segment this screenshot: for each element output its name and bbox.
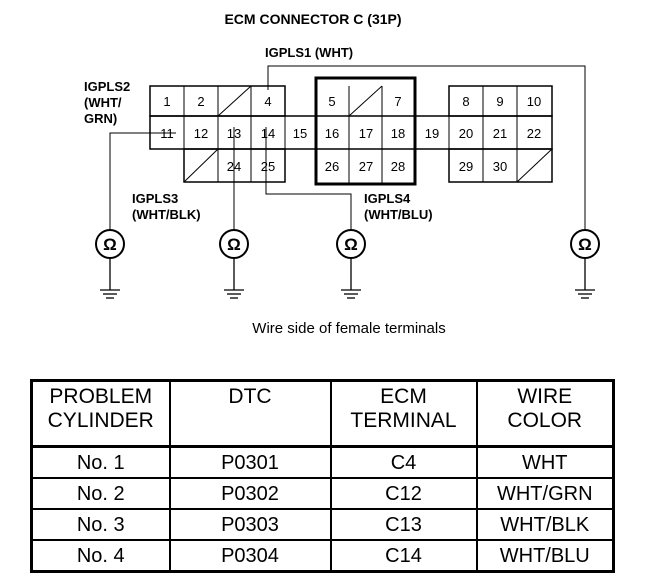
header-line-1: WIRE bbox=[517, 385, 573, 408]
cell-dtc: P0302 bbox=[168, 477, 332, 510]
ohm-icon: Ω bbox=[227, 235, 241, 254]
cell-dtc: P0304 bbox=[168, 539, 332, 573]
header-dtc: DTC bbox=[168, 379, 332, 448]
connector-diagram: ECM CONNECTOR C (31P) IGPLS1 (WHT) IGPLS… bbox=[84, 11, 600, 337]
table-row: No. 4 P0304 C14 WHT/BLU bbox=[30, 539, 615, 573]
probe-wires bbox=[109, 65, 586, 230]
cell-dtc: P0301 bbox=[168, 445, 332, 479]
wire-igpls1 bbox=[267, 65, 586, 230]
cell-wire-color: WHT/BLK bbox=[475, 508, 615, 541]
ground-icon bbox=[341, 258, 361, 299]
pin-4: 4 bbox=[264, 94, 271, 109]
cell-cylinder: No. 3 bbox=[30, 508, 171, 541]
pin-14: 14 bbox=[261, 126, 275, 141]
pin-12: 12 bbox=[194, 126, 208, 141]
connector-body bbox=[149, 76, 553, 186]
diagram-title: ECM CONNECTOR C (31P) bbox=[224, 11, 401, 27]
pin-5: 5 bbox=[328, 94, 335, 109]
pin-18: 18 bbox=[391, 126, 405, 141]
table-row: No. 1 P0301 C4 WHT bbox=[30, 445, 615, 479]
pin-7: 7 bbox=[394, 94, 401, 109]
cell-wire-color: WHT/BLU bbox=[475, 539, 615, 573]
pin-2: 2 bbox=[197, 94, 204, 109]
igpls4-label-2: (WHT/BLU) bbox=[364, 207, 433, 222]
ohm-icon: Ω bbox=[103, 235, 117, 254]
header-ecm-terminal: ECM TERMINAL bbox=[329, 379, 478, 448]
igpls3-label-1: IGPLS3 bbox=[132, 191, 178, 206]
igpls2-label-3: GRN) bbox=[84, 111, 117, 126]
pin-1: 1 bbox=[163, 94, 170, 109]
pin-27: 27 bbox=[359, 159, 373, 174]
cell-cylinder: No. 2 bbox=[30, 477, 171, 510]
igpls2-label-1: IGPLS2 bbox=[84, 79, 130, 94]
cell-cylinder: No. 4 bbox=[30, 539, 171, 573]
wire-igpls2 bbox=[109, 132, 176, 230]
cell-wire-color: WHT/GRN bbox=[475, 477, 615, 510]
pin-16: 16 bbox=[325, 126, 339, 141]
igpls2-label-2: (WHT/ bbox=[84, 95, 122, 110]
header-problem-cylinder: PROBLEM CYLINDER bbox=[30, 379, 171, 448]
pin-21: 21 bbox=[493, 126, 507, 141]
pin-10: 10 bbox=[527, 94, 541, 109]
table-header-row: PROBLEM CYLINDER DTC ECM TERMINAL WIRE C… bbox=[30, 379, 615, 448]
pin-17: 17 bbox=[359, 126, 373, 141]
table-row: No. 2 P0302 C12 WHT/GRN bbox=[30, 477, 615, 510]
pin-8: 8 bbox=[462, 94, 469, 109]
pin-25: 25 bbox=[261, 159, 275, 174]
ground-icon bbox=[100, 258, 120, 299]
pin-15: 15 bbox=[293, 126, 307, 141]
ohmmeter-3: Ω bbox=[336, 229, 366, 299]
pin-20: 20 bbox=[459, 126, 473, 141]
header-wire-color: WIRE COLOR bbox=[475, 379, 615, 448]
dtc-table: PROBLEM CYLINDER DTC ECM TERMINAL WIRE C… bbox=[30, 379, 615, 573]
header-line-1: DTC bbox=[228, 385, 272, 408]
pin-30: 30 bbox=[493, 159, 507, 174]
cell-terminal: C14 bbox=[329, 539, 478, 573]
ohmmeter-4: Ω bbox=[570, 229, 600, 299]
igpls4-label-1: IGPLS4 bbox=[364, 191, 411, 206]
igpls1-label: IGPLS1 (WHT) bbox=[265, 45, 353, 60]
ohm-icon: Ω bbox=[344, 235, 358, 254]
pin-28: 28 bbox=[391, 159, 405, 174]
cell-cylinder: No. 1 bbox=[30, 445, 171, 479]
pin-29: 29 bbox=[459, 159, 473, 174]
ground-icon bbox=[224, 258, 244, 299]
pin-22: 22 bbox=[527, 126, 541, 141]
header-line-2: CYLINDER bbox=[47, 409, 154, 432]
diagram-caption: Wire side of female terminals bbox=[252, 320, 445, 337]
cell-terminal: C13 bbox=[329, 508, 478, 541]
header-line-2: TERMINAL bbox=[350, 409, 457, 432]
ohmmeter-2: Ω bbox=[219, 229, 249, 299]
pin-numbers: 1 2 4 5 7 8 9 10 11 12 13 14 15 16 17 18… bbox=[160, 94, 541, 174]
pin-26: 26 bbox=[325, 159, 339, 174]
cell-terminal: C12 bbox=[329, 477, 478, 510]
ohm-icon: Ω bbox=[578, 235, 592, 254]
table-row: No. 3 P0303 C13 WHT/BLK bbox=[30, 508, 615, 541]
header-line-2: COLOR bbox=[507, 409, 583, 432]
pin-9: 9 bbox=[496, 94, 503, 109]
pin-19: 19 bbox=[425, 126, 439, 141]
header-line-1: PROBLEM bbox=[49, 385, 153, 408]
wire-igpls4 bbox=[265, 127, 352, 230]
cell-dtc: P0303 bbox=[168, 508, 332, 541]
igpls3-label-2: (WHT/BLK) bbox=[132, 207, 201, 222]
cell-wire-color: WHT bbox=[475, 445, 615, 479]
header-line-1: ECM bbox=[380, 385, 427, 408]
ground-icon bbox=[575, 258, 595, 299]
cell-terminal: C4 bbox=[329, 445, 478, 479]
ohmmeter-1: Ω bbox=[95, 229, 125, 299]
